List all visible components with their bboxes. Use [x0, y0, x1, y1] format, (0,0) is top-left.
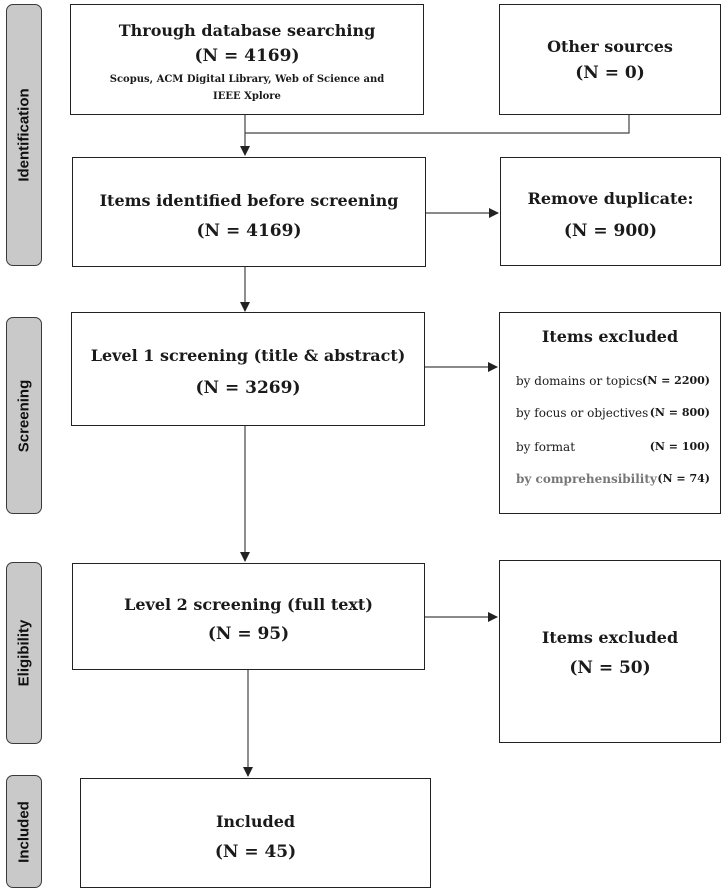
exclusion-row: by comprehensibility (N = 74) — [516, 472, 710, 490]
database-search-title: Through database searching — [118, 21, 376, 40]
excluded-level2-box: Items excluded (N = 50) — [499, 560, 721, 743]
included-count: (N = 45) — [214, 842, 297, 862]
database-search-box: Through database searching (N = 4169) Sc… — [70, 4, 424, 115]
exclusion-count: (N = 100) — [649, 440, 710, 453]
excluded-level2-title: Items excluded — [541, 628, 679, 647]
identified-count: (N = 4169) — [196, 221, 302, 241]
phase-screening: Screening — [6, 317, 42, 514]
phase-included: Included — [6, 775, 42, 888]
other-sources-title: Other sources — [547, 37, 673, 56]
exclusion-row: by format (N = 100) — [516, 440, 710, 458]
database-sources-line1: Scopus, ACM Digital Library, Web of Scie… — [109, 74, 385, 85]
level1-screening-title: Level 1 screening (title & abstract) — [90, 346, 406, 365]
exclusion-reason: by format — [516, 440, 576, 454]
excluded-level1-box: Items excluded by domains or topics (N =… — [499, 312, 721, 514]
exclusion-count: (N = 800) — [649, 406, 710, 419]
included-title: Included — [215, 812, 296, 831]
database-sources-line2: IEEE Xplore — [213, 91, 281, 102]
duplicates-count: (N = 900) — [563, 221, 658, 241]
other-sources-box: Other sources (N = 0) — [499, 4, 721, 115]
duplicates-title: Remove duplicate: — [527, 189, 694, 208]
exclusion-reason: by domains or topics — [516, 374, 643, 388]
level2-screening-title: Level 2 screening (full text) — [124, 595, 373, 614]
identified-box: Items identified before screening (N = 4… — [72, 157, 426, 267]
duplicates-box: Remove duplicate: (N = 900) — [500, 157, 721, 266]
exclusion-count: (N = 2200) — [642, 374, 710, 387]
exclusion-row: by focus or objectives (N = 800) — [516, 406, 710, 424]
exclusion-count: (N = 74) — [657, 472, 710, 485]
exclusion-reason: by comprehensibility — [516, 472, 657, 486]
level1-screening-count: (N = 3269) — [195, 378, 301, 398]
exclusion-row: by domains or topics (N = 2200) — [516, 374, 710, 392]
included-box: Included (N = 45) — [80, 778, 431, 888]
line-other-sources-merge — [245, 115, 630, 134]
phase-eligibility: Eligibility — [6, 562, 42, 744]
excluded-level2-count: (N = 50) — [569, 658, 651, 678]
level1-screening-box: Level 1 screening (title & abstract) (N … — [71, 312, 425, 426]
phase-identification: Identification — [6, 4, 42, 266]
exclusion-reason: by focus or objectives — [516, 406, 649, 420]
level2-screening-box: Level 2 screening (full text) (N = 95) — [72, 563, 425, 670]
database-search-count: (N = 4169) — [194, 46, 300, 66]
excluded-level1-title: Items excluded — [541, 327, 679, 346]
identified-title: Items identified before screening — [99, 191, 399, 210]
level2-screening-count: (N = 95) — [207, 624, 290, 644]
other-sources-count: (N = 0) — [575, 63, 645, 83]
